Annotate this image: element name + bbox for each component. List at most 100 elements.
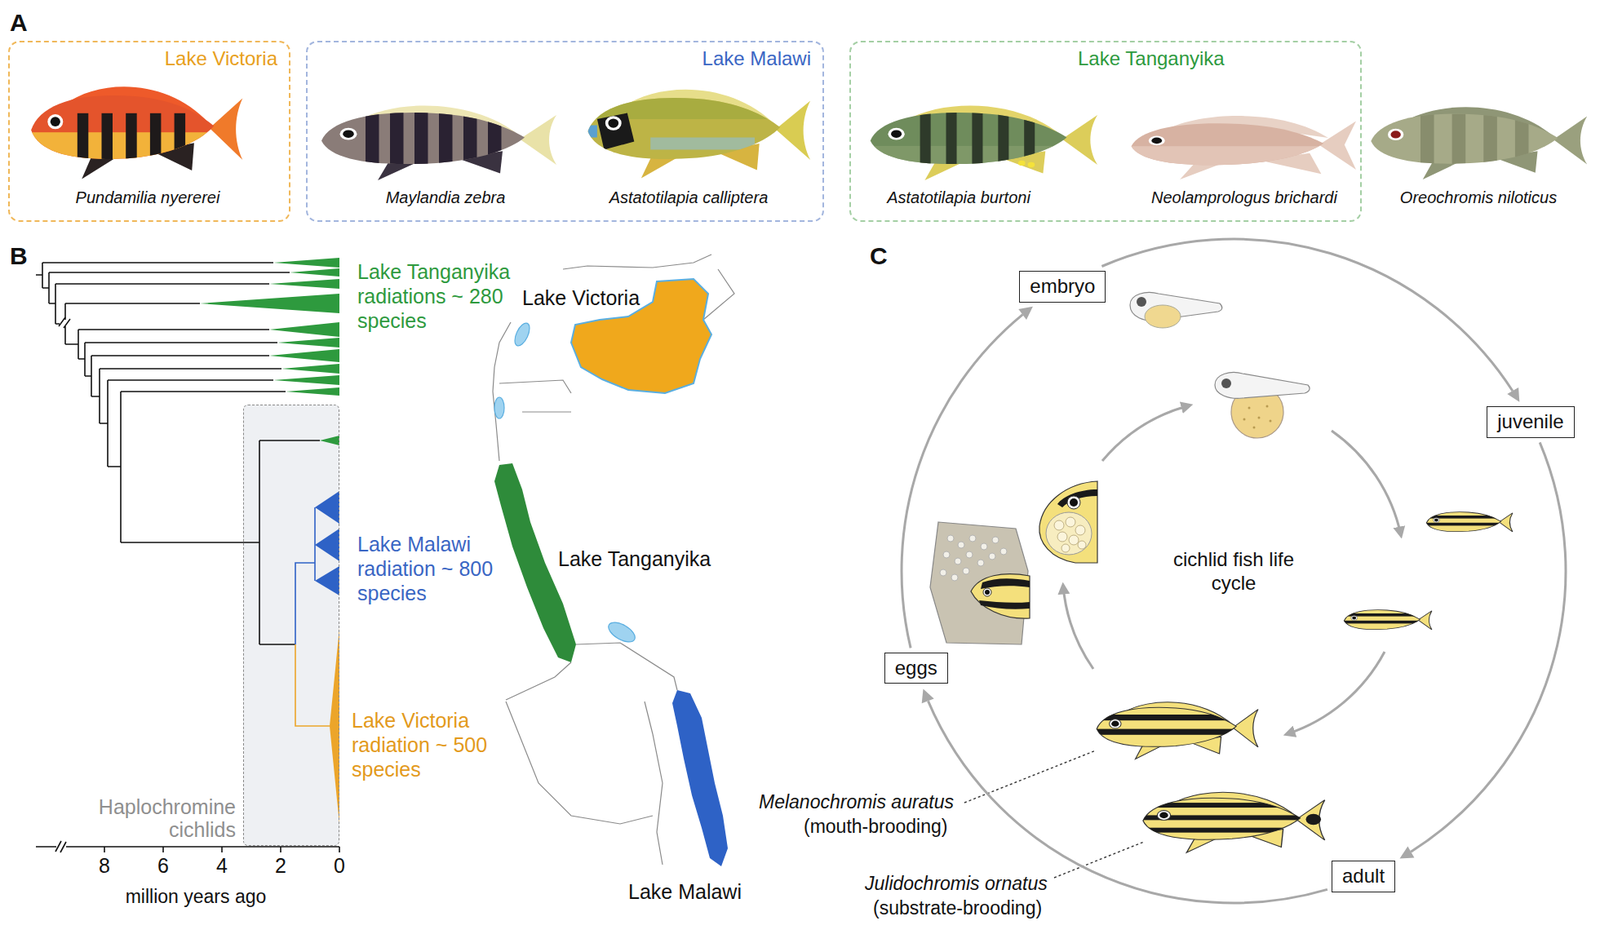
rock-with-eggs (980, 543, 988, 550)
juvenile-fish (1433, 518, 1441, 523)
juvenile-fish (1343, 610, 1420, 630)
fish-photo (321, 96, 557, 182)
fish-photo (1390, 130, 1401, 138)
tick-label: 8 (84, 853, 125, 878)
phylogeny-wedges (289, 268, 340, 277)
brood-note: (substrate-brooding) (873, 897, 1042, 921)
rock-with-eggs (992, 536, 999, 544)
juvenile-fish (1423, 522, 1514, 527)
fish-head (980, 578, 1030, 590)
embryo-drawing (1144, 305, 1181, 328)
stage-name: eggs (895, 656, 938, 681)
map-borders (644, 701, 663, 865)
fish-photo (414, 96, 429, 182)
phylogeny-wedges (273, 375, 340, 386)
juvenile-fish (1351, 616, 1357, 621)
lake-group-box: Lake MalawiMaylandia zebraAstatotilapia … (305, 40, 825, 222)
stage-name: juvenile (1497, 410, 1564, 435)
clade-shading (243, 404, 340, 847)
lake-title: Lake Malawi (702, 47, 812, 71)
species-name: Astatotilapia burtoni (852, 188, 1065, 208)
fish-photo (1319, 121, 1357, 171)
species-name: Oreochromis niloticus (1364, 188, 1593, 208)
axis-title: million years ago (114, 886, 278, 909)
species-photo: Neolamprologus brichardi (1130, 71, 1359, 209)
fish-head (970, 574, 1030, 620)
mouthbrooder-head (1057, 531, 1068, 542)
species-name: Astatotilapia calliptera (570, 188, 807, 208)
species-photo: Astatotilapia calliptera (570, 71, 807, 209)
species-note: Melanochromis auratus (758, 791, 954, 815)
fish-photo (24, 86, 245, 179)
rock-with-eggs (988, 553, 996, 560)
phylogeny-wedges (269, 279, 340, 289)
arrow-head (1018, 306, 1033, 320)
species-photo: Oreochromis niloticus (1364, 71, 1593, 209)
malawi-clade (314, 528, 340, 562)
fish-photo (390, 96, 404, 182)
brood-note: (mouth-brooding) (803, 815, 948, 839)
species-name: Neolamprologus brichardi (1130, 188, 1359, 208)
arrow-head (1506, 387, 1520, 403)
adult-fish (1091, 702, 1260, 760)
mouthbrooder-head (1067, 496, 1081, 510)
larva-drawing (1253, 426, 1256, 430)
fish-photo (365, 96, 502, 182)
fish-photo (607, 118, 619, 128)
clade-label: Lake Malawi radiation ~ 800 species (357, 531, 521, 606)
lake-title: Lake Tanganyika (1077, 47, 1225, 71)
arrow-head (921, 689, 935, 705)
cycle-arc (1101, 239, 1513, 391)
fish-photo (775, 101, 812, 161)
embryo-drawing (1136, 296, 1147, 307)
lake-title: Lake Victoria (164, 47, 278, 71)
fish-photo (650, 137, 755, 151)
phylogeny-branches (35, 262, 320, 645)
fish-photo (580, 78, 813, 179)
larva-drawing (1214, 372, 1310, 439)
species-note: Julidochromis ornatus (864, 873, 1048, 896)
inner-cycle-arrow (1102, 405, 1190, 461)
species-photo: Pundamilia nyererei (21, 71, 275, 209)
fish-photo (580, 125, 598, 138)
fish-photo (1420, 97, 1529, 182)
fish-photo (580, 78, 813, 151)
victoria-clade (295, 628, 340, 825)
cycle-arc (1410, 442, 1566, 852)
tick-label: 6 (142, 853, 184, 878)
fish-photo (47, 114, 63, 129)
phylogeny-wedges (269, 322, 340, 337)
malawi-clade (314, 491, 340, 524)
adult-fish (1109, 719, 1122, 729)
species-name: Pundamilia nyererei (21, 188, 275, 208)
map-borders (522, 411, 572, 413)
fish-head (983, 588, 992, 597)
fish-photo (174, 113, 187, 178)
stage-box: juvenile (1486, 406, 1574, 439)
inner-cycle-arrow (1063, 585, 1094, 670)
fish-photo (1062, 115, 1099, 165)
fish-photo (463, 96, 478, 182)
clade-label: Lake Victoria radiation ~ 500 species (351, 708, 515, 782)
adult-fish (1137, 792, 1327, 853)
axis-break (58, 317, 71, 328)
adult-fish (1156, 810, 1171, 820)
center-title: cichlid fish life cycle (1164, 548, 1304, 596)
fish-photo (946, 96, 958, 182)
fish-photo (997, 96, 1009, 182)
juvenile-fish (1341, 620, 1433, 625)
fish-photo (101, 113, 114, 178)
adult-fish (1159, 812, 1168, 820)
panel-letter: C (869, 241, 888, 271)
stage-box: eggs (884, 652, 949, 685)
fish-photo (1553, 115, 1587, 164)
rock-with-eggs (957, 541, 965, 549)
fish-photo (125, 113, 138, 178)
fish-photo (1370, 97, 1587, 182)
fish-photo (1124, 115, 1357, 180)
fish-photo (1151, 137, 1162, 145)
fish-photo (77, 113, 89, 178)
cycle-arrow (1101, 239, 1520, 403)
rock-with-eggs (962, 567, 970, 575)
mouthbrooder-head (1054, 520, 1064, 531)
